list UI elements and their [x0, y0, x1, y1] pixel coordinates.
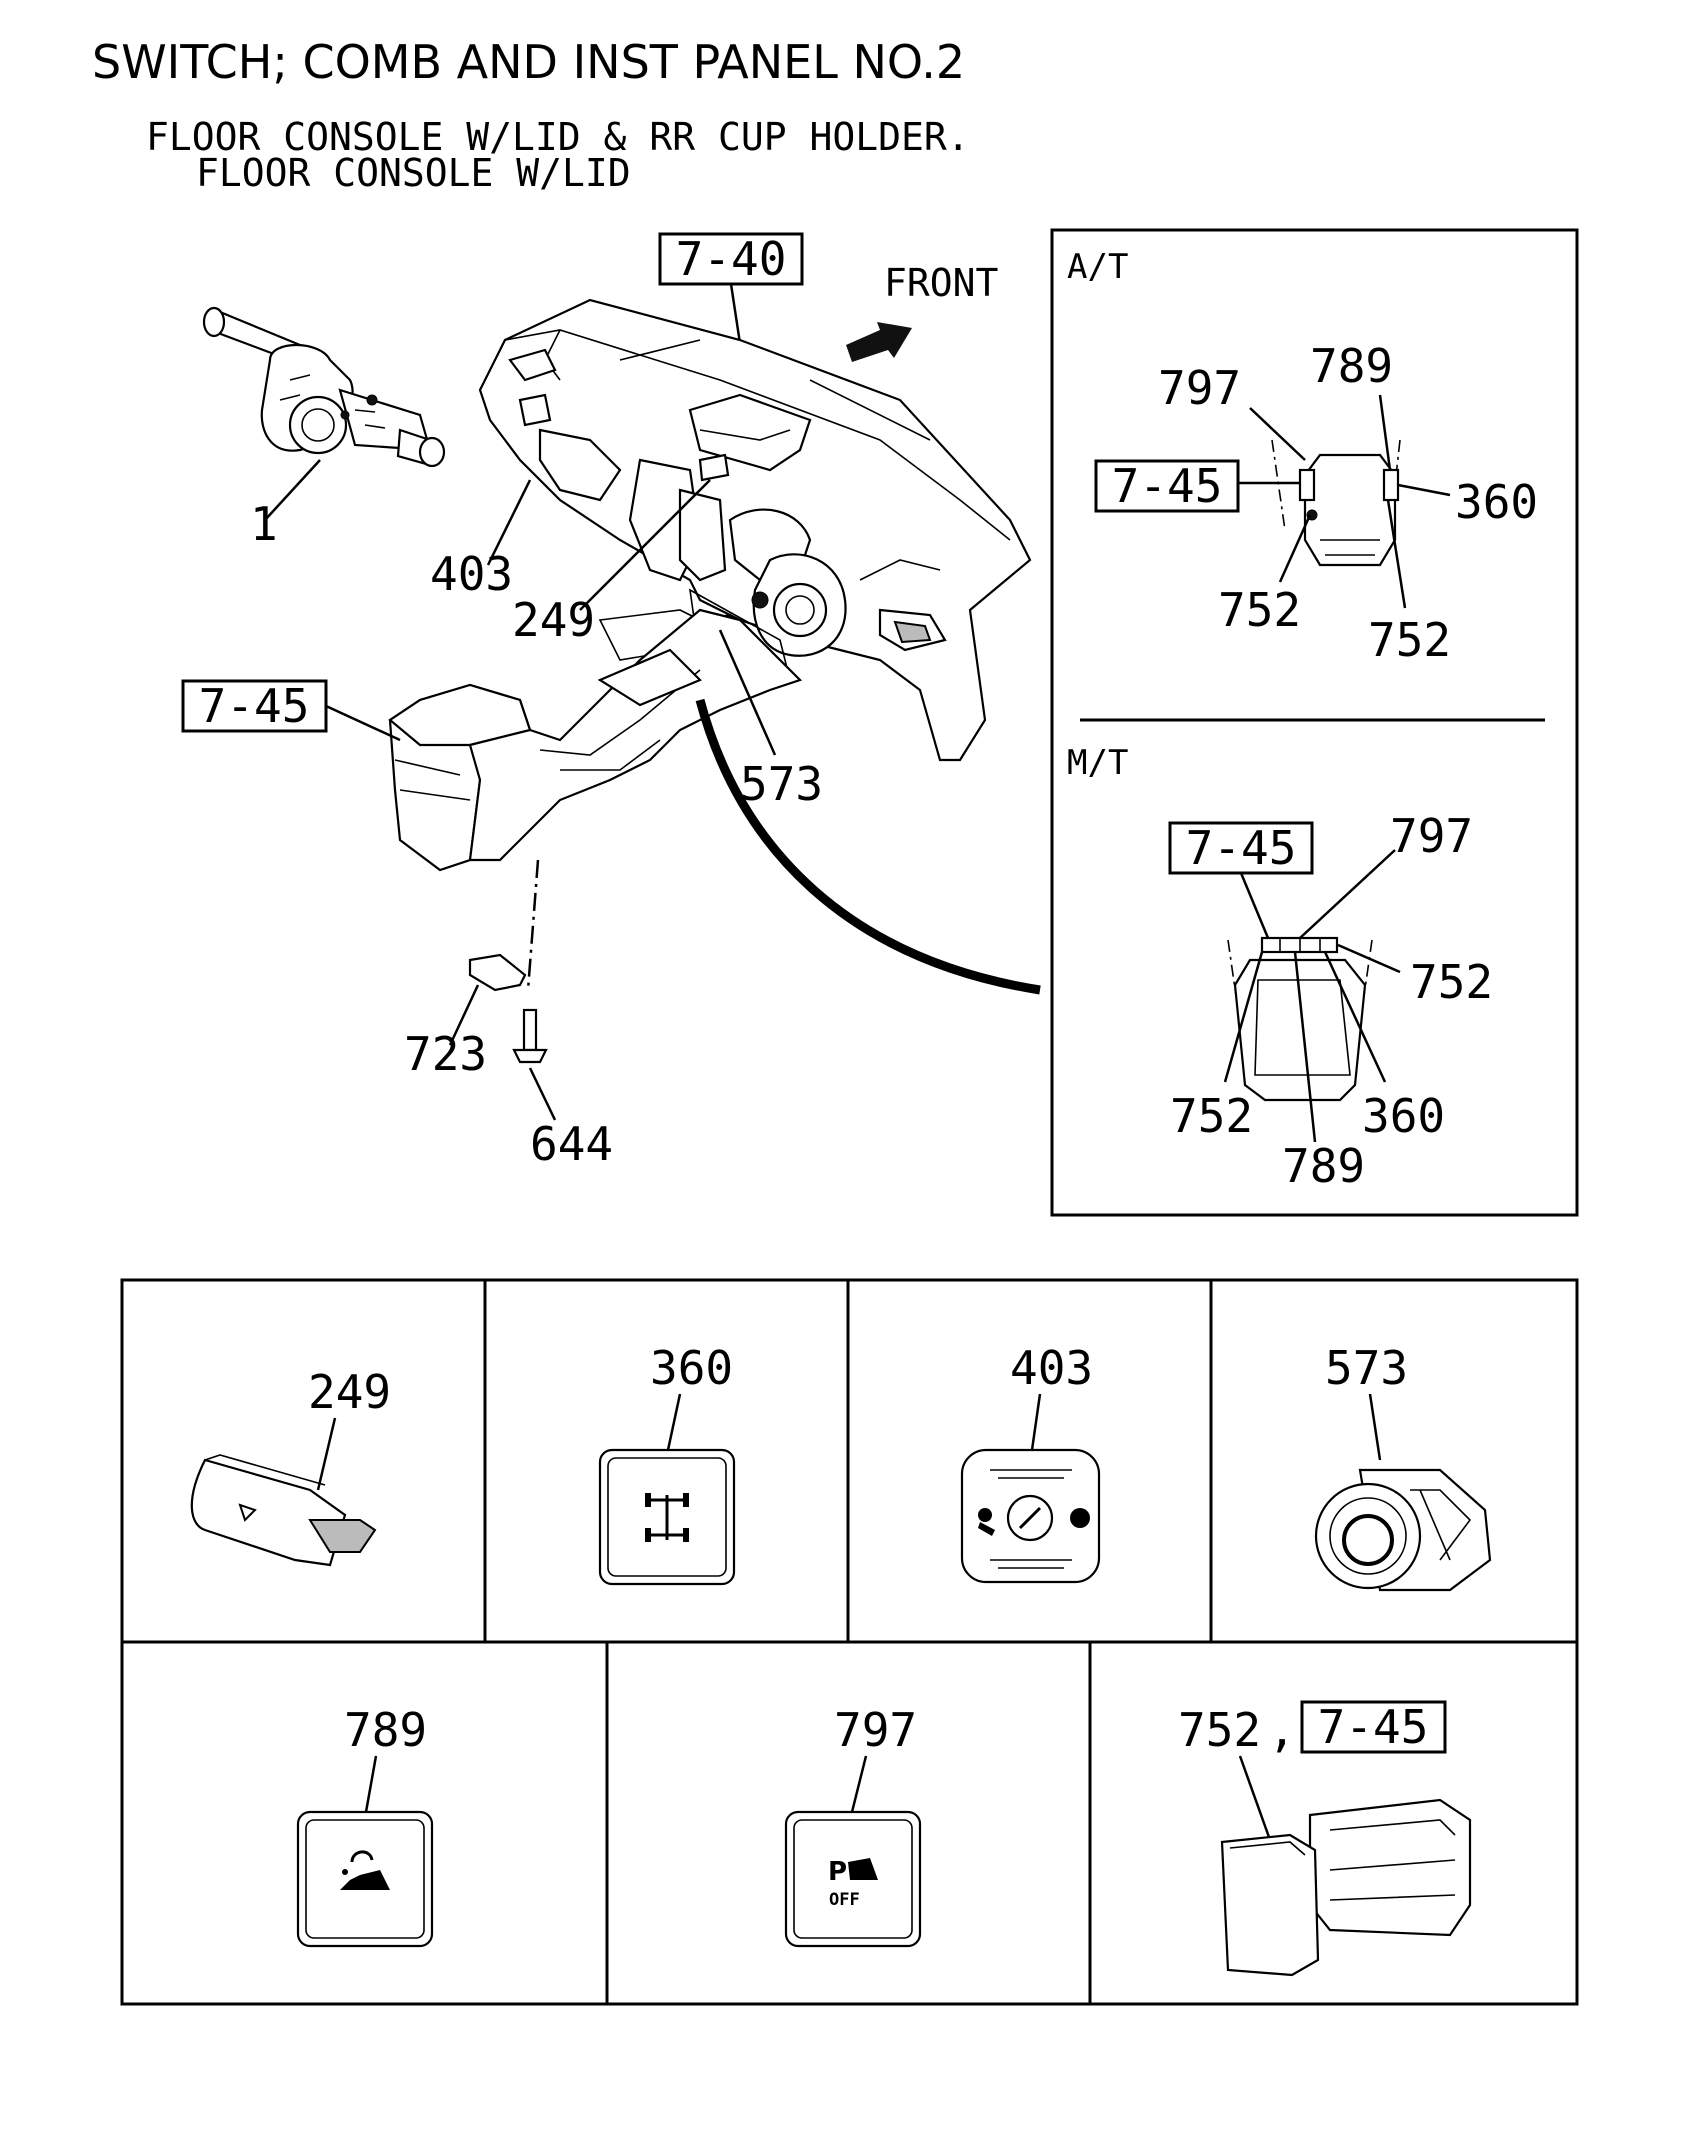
part-cell-797[interactable]: 797 P OFF	[784, 1703, 922, 1948]
ref-box-dash[interactable]	[658, 232, 804, 286]
front-arrow-icon	[846, 322, 912, 362]
part-number-573: 573	[1325, 1341, 1408, 1395]
at-callout-752-right: 752	[1368, 613, 1451, 667]
combination-switch-drawing	[202, 306, 446, 468]
mt-callout-789: 789	[1282, 1139, 1365, 1193]
callout-1: 1	[250, 497, 278, 551]
part-number-separator: ,	[1268, 1703, 1296, 1757]
screw-drawing	[512, 1008, 548, 1064]
front-label: FRONT	[884, 261, 998, 305]
instrument-panel-drawing	[478, 298, 1032, 762]
ref-box-console-label: 7-45	[199, 679, 310, 733]
off-glyph: OFF	[829, 1890, 860, 1910]
mt-callout-797: 797	[1390, 809, 1473, 863]
at-callout-360: 360	[1455, 475, 1538, 529]
floor-console-drawing	[388, 608, 803, 991]
at-callout-797: 797	[1158, 361, 1241, 415]
round-switch-knob-icon	[1314, 1468, 1492, 1592]
part-cell-573[interactable]: 573	[1314, 1341, 1492, 1592]
mt-ref-box[interactable]	[1168, 821, 1314, 875]
mt-callout-752-left: 752	[1170, 1089, 1253, 1143]
part-number-752: 752	[1178, 1703, 1261, 1757]
blank-switch-icon	[1220, 1798, 1472, 1977]
part-cell-752[interactable]: 752 , 7-45	[1178, 1700, 1472, 1977]
callout-723: 723	[404, 1027, 487, 1081]
part-number-789: 789	[344, 1703, 427, 1757]
mt-label: M/T	[1067, 743, 1128, 783]
p-glyph: P	[828, 1857, 847, 1887]
headlight-leveling-dial-icon	[978, 1469, 1090, 1569]
part-752-ref-box[interactable]	[1300, 1700, 1447, 1754]
triangle-hazard-icon	[238, 1503, 257, 1522]
at-label: A/T	[1067, 247, 1128, 287]
part-752-ref-box-label: 7-45	[1318, 1700, 1429, 1754]
at-ref-box-label: 7-45	[1112, 459, 1223, 513]
ref-box-console[interactable]	[181, 679, 328, 733]
part-cell-360[interactable]: 360	[598, 1341, 736, 1586]
note-line-2: FLOOR CONSOLE W/LID	[196, 151, 631, 195]
part-cell-403[interactable]: 403	[960, 1341, 1101, 1584]
part-number-403: 403	[1010, 1341, 1093, 1395]
mt-callout-360: 360	[1362, 1089, 1445, 1143]
parts-grid: 249 360 403	[120, 1278, 1579, 2006]
callout-249: 249	[512, 593, 595, 647]
callout-573: 573	[740, 757, 823, 811]
callout-403: 403	[430, 547, 513, 601]
parking-sensor-off-icon: P OFF	[828, 1857, 878, 1910]
at-callout-752-left: 752	[1218, 583, 1301, 637]
callout-644: 644	[530, 1117, 613, 1171]
main-assembly: 7-40 FRONT 1	[181, 232, 1041, 1171]
at-ref-box[interactable]	[1094, 459, 1240, 513]
4wd-axle-icon	[645, 1493, 689, 1542]
mt-switch-cluster-drawing	[1227, 936, 1373, 1102]
at-switch-cluster-drawing	[1271, 439, 1401, 567]
part-cell-789[interactable]: 789	[296, 1703, 434, 1948]
at-callout-789: 789	[1310, 339, 1393, 393]
mt-ref-box-label: 7-45	[1186, 821, 1297, 875]
note-line-1: FLOOR CONSOLE W/LID & RR CUP HOLDER.	[146, 115, 970, 159]
hill-descent-icon	[340, 1850, 390, 1890]
part-number-249: 249	[308, 1365, 391, 1419]
ref-box-dash-label: 7-40	[676, 232, 787, 286]
part-cell-249[interactable]: 249	[190, 1365, 391, 1567]
part-number-360: 360	[650, 1341, 733, 1395]
page-title: SWITCH; COMB AND INST PANEL NO.2	[92, 35, 965, 89]
bracket-drawing	[468, 953, 527, 992]
part-number-797: 797	[834, 1703, 917, 1757]
inset-panel: A/T 7-45 797 789 360 752 752 M/T	[1050, 228, 1579, 1217]
mt-callout-752-right: 752	[1410, 955, 1493, 1009]
